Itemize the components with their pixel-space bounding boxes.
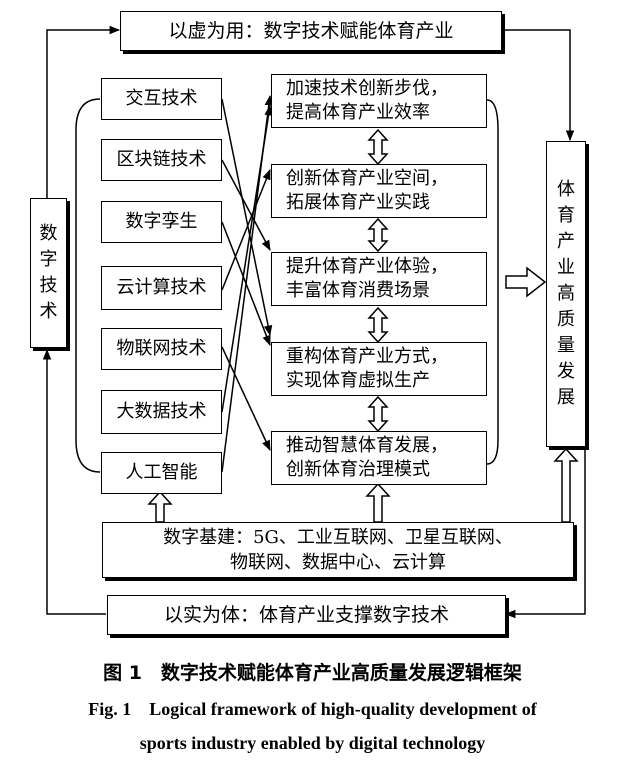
effect-line: 创新体育治理模式 bbox=[286, 459, 430, 480]
right-pillar-char: 产 bbox=[557, 231, 575, 252]
effect-line: 提升体育产业体验， bbox=[286, 256, 448, 277]
effect-box-2: 创新体育产业空间， 拓展体育产业实践 bbox=[271, 164, 487, 218]
right-pillar-char: 展 bbox=[557, 387, 575, 408]
effect-line: 拓展体育产业实践 bbox=[286, 192, 430, 213]
hollow-arrow-infra-to-development bbox=[553, 447, 579, 523]
effect-box-5: 推动智慧体育发展， 创新体育治理模式 bbox=[271, 431, 487, 485]
right-pillar-char: 育 bbox=[557, 205, 575, 226]
arrow-bottom-banner-to-digital bbox=[42, 348, 106, 615]
double-arrow-2-3 bbox=[367, 217, 389, 253]
tech-interaction: 交互技术 bbox=[101, 78, 222, 120]
hollow-arrow-infra-to-effect5 bbox=[365, 482, 391, 523]
left-pillar-char: 技 bbox=[39, 275, 58, 296]
left-pillar-digital-technology: 数 字 技 术 bbox=[30, 198, 67, 348]
link-interaction bbox=[221, 98, 273, 337]
right-pillar-char: 业 bbox=[557, 257, 575, 278]
double-arrow-1-2 bbox=[367, 128, 389, 166]
tech-big-data: 大数据技术 bbox=[101, 390, 222, 434]
hollow-arrow-infra-to-ai bbox=[147, 490, 173, 523]
tech-digital-twin: 数字孪生 bbox=[101, 201, 222, 243]
tech-iot: 物联网技术 bbox=[101, 328, 222, 370]
link-blockchain bbox=[221, 159, 271, 251]
effect-line: 实现体育虚拟生产 bbox=[286, 370, 430, 391]
effect-box-3: 提升体育产业体验， 丰富体育消费场景 bbox=[271, 252, 487, 306]
infra-line: 物联网、数据中心、云计算 bbox=[230, 552, 446, 573]
arrow-digital-to-top-banner bbox=[46, 25, 121, 198]
right-pillar-char: 质 bbox=[557, 309, 575, 330]
link-cloud bbox=[221, 169, 271, 291]
caption-english-line2: sports industry enabled by digital techn… bbox=[139, 733, 486, 753]
effect-line: 提高体育产业效率 bbox=[286, 102, 430, 123]
arrow-development-to-bottom-banner bbox=[504, 447, 586, 619]
left-pillar-char: 术 bbox=[39, 301, 58, 322]
bottom-banner: 以实为体：体育产业支撑数字技术 bbox=[107, 595, 506, 635]
right-pillar-char: 体 bbox=[557, 179, 575, 200]
right-pillar-char: 量 bbox=[557, 335, 575, 356]
caption-chinese: 图 1 数字技术赋能体育产业高质量发展逻辑框架 bbox=[103, 662, 522, 684]
effect-box-4: 重构体育产业方式， 实现体育虚拟生产 bbox=[271, 342, 487, 396]
tech-bracket bbox=[75, 98, 101, 473]
right-pillar-char: 高 bbox=[557, 283, 575, 304]
tech-cloud-computing: 云计算技术 bbox=[101, 266, 222, 310]
hollow-arrow-effects-to-development bbox=[505, 266, 547, 298]
tech-blockchain: 区块链技术 bbox=[101, 139, 222, 181]
effect-box-1: 加速技术创新步伐， 提高体育产业效率 bbox=[271, 74, 487, 128]
digital-infrastructure-box: 数字基建：5G、工业互联网、卫星互联网、物联网、数据中心、云计算 bbox=[102, 522, 574, 578]
effect-line: 丰富体育消费场景 bbox=[286, 280, 430, 301]
right-pillar-char: 发 bbox=[557, 361, 575, 382]
top-banner: 以虚为用：数字技术赋能体育产业 bbox=[120, 11, 502, 51]
caption-english-line1: Fig. 1 Logical framework of high-quality… bbox=[88, 699, 537, 719]
tech-ai: 人工智能 bbox=[101, 452, 222, 494]
left-pillar-char: 数 bbox=[39, 223, 58, 244]
right-pillar-high-quality-development: 体 育 产 业 高 质 量 发 展 bbox=[546, 141, 586, 447]
arrow-top-banner-to-development bbox=[502, 29, 575, 142]
double-arrow-4-5 bbox=[367, 395, 389, 433]
effect-line: 创新体育产业空间， bbox=[286, 168, 448, 189]
infra-line: 数字基建：5G、工业互联网、卫星互联网、 bbox=[163, 527, 513, 548]
effect-line: 推动智慧体育发展， bbox=[286, 435, 448, 456]
link-ai bbox=[221, 94, 273, 473]
effects-bracket bbox=[486, 99, 499, 465]
left-pillar-char: 字 bbox=[39, 249, 58, 270]
effect-line: 重构体育产业方式， bbox=[286, 346, 448, 367]
double-arrow-3-4 bbox=[367, 306, 389, 344]
effect-line: 加速技术创新步伐， bbox=[286, 78, 448, 99]
connector-layer bbox=[42, 25, 586, 619]
